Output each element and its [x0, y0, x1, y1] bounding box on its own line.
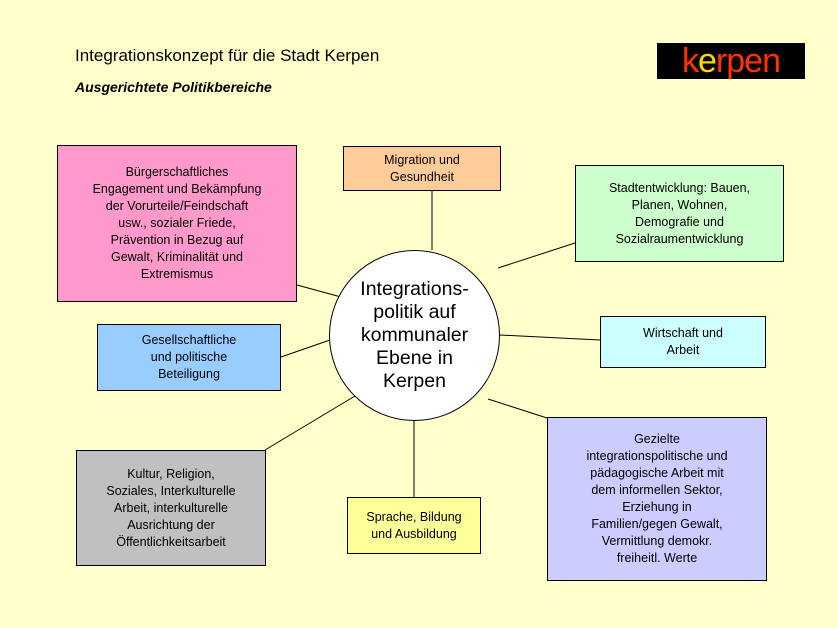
box-stadtentwicklung: Stadtentwicklung: Bauen, Planen, Wohnen,… [575, 165, 784, 262]
connector-beteiligung [280, 339, 331, 358]
box-migration: Migration und Gesundheit [343, 146, 501, 191]
box-beteiligung: Gesellschaftliche und politische Beteili… [97, 324, 281, 391]
logo-letter-k: k [682, 42, 699, 80]
connector-stadtentwicklung [497, 242, 576, 269]
logo-letters-pen: pen [726, 42, 781, 80]
page-subtitle: Ausgerichtete Politikbereiche [75, 79, 272, 95]
page-title: Integrationskonzept für die Stadt Kerpen [75, 46, 380, 65]
box-kultur: Kultur, Religion, Soziales, Interkulture… [76, 450, 266, 566]
logo-letter-r: r [715, 42, 727, 80]
logo-letter-e: e [698, 42, 717, 80]
connector-buergerschaft [296, 284, 342, 298]
connector-kultur [264, 395, 356, 451]
center-circle: Integrations- politik auf kommunaler Ebe… [329, 250, 500, 421]
connector-wirtschaft [499, 334, 601, 341]
box-wirtschaft: Wirtschaft und Arbeit [600, 316, 766, 368]
box-paedagogik: Gezielte integrationspolitische und päda… [547, 417, 767, 581]
connector-paedagogik [487, 398, 548, 419]
box-buergerschaft: Bürgerschaftliches Engagement und Bekämp… [57, 145, 297, 302]
box-sprache: Sprache, Bildung und Ausbildung [347, 497, 481, 554]
